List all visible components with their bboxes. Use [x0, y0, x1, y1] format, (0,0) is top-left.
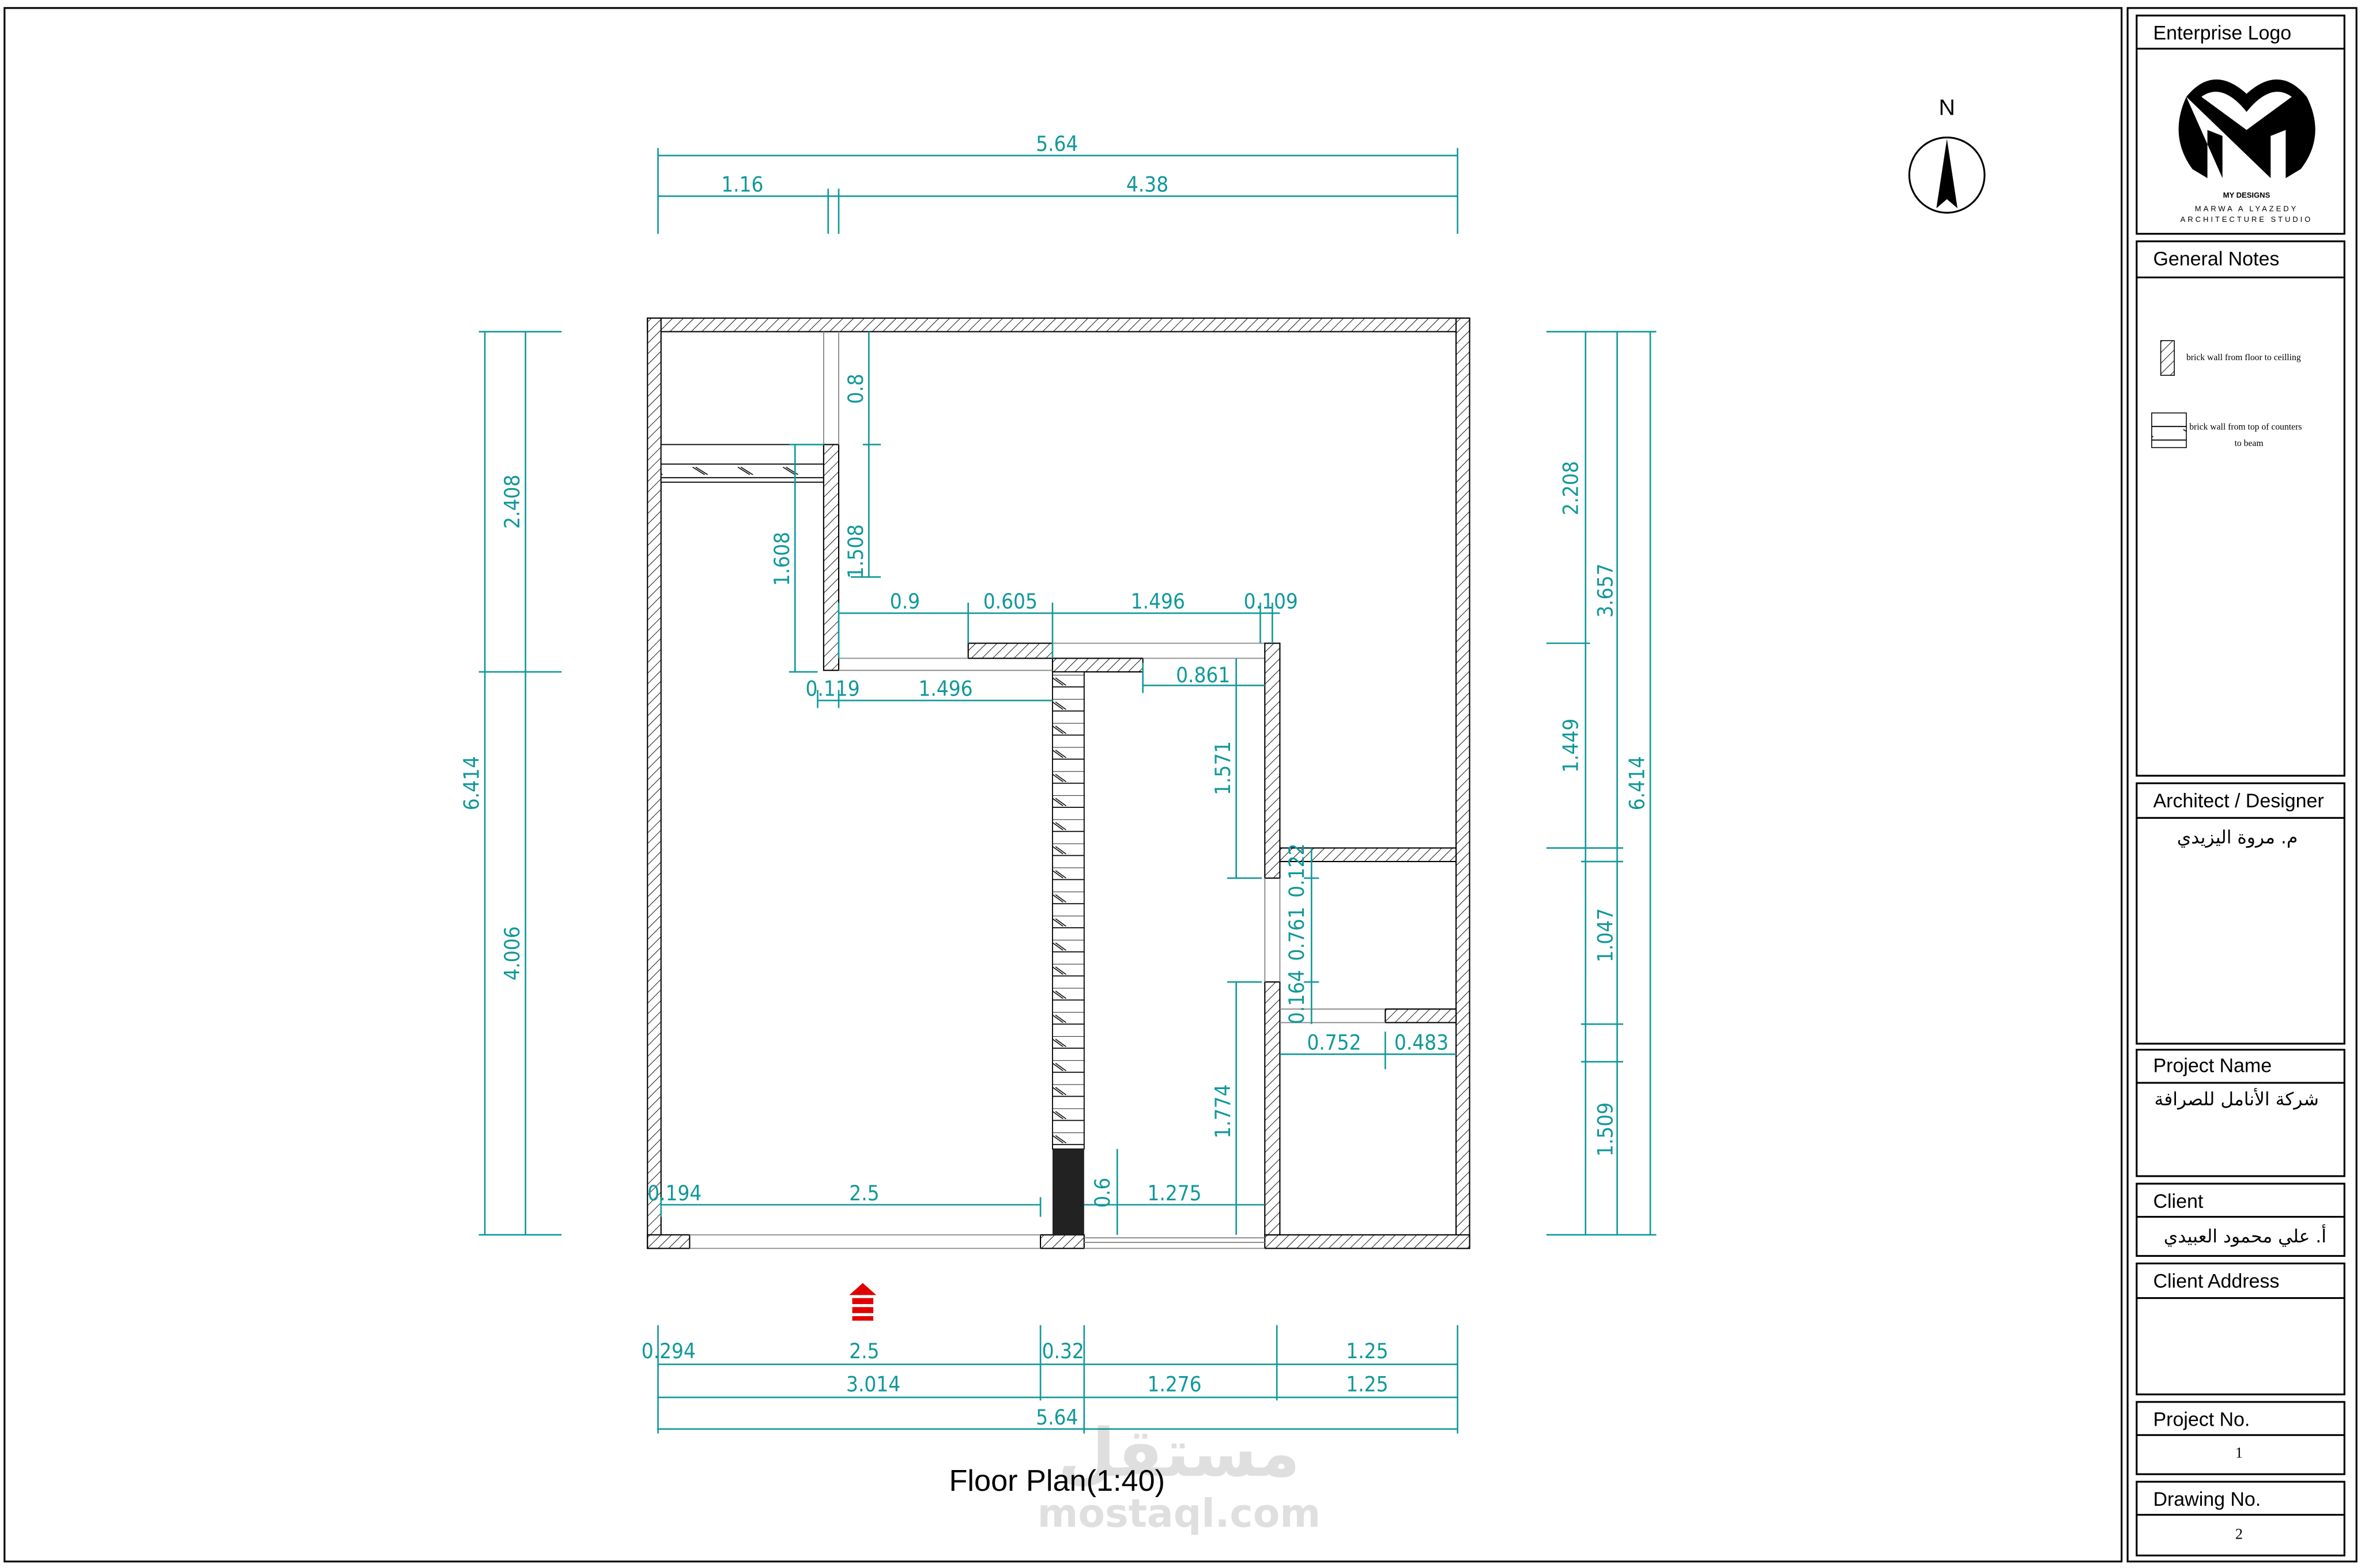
- svg-text:0.8: 0.8: [843, 374, 868, 404]
- svg-text:1.275: 1.275: [1147, 1181, 1201, 1206]
- svg-text:6.414: 6.414: [459, 756, 484, 810]
- svg-text:4.38: 4.38: [1126, 172, 1168, 197]
- logo-header: Enterprise Logo: [2153, 22, 2292, 44]
- client-address-header: Client Address: [2153, 1270, 2280, 1292]
- svg-text:1.496: 1.496: [918, 677, 972, 701]
- brick-wall-counter-legend-icon: [2151, 412, 2187, 448]
- svg-text:1.25: 1.25: [1346, 1339, 1388, 1363]
- svg-text:0.119: 0.119: [806, 677, 860, 701]
- svg-text:0.761: 0.761: [1284, 906, 1309, 961]
- svg-text:2.208: 2.208: [1559, 461, 1583, 515]
- svg-text:0.294: 0.294: [642, 1339, 696, 1363]
- svg-text:1.16: 1.16: [721, 172, 763, 197]
- svg-text:0.6: 0.6: [1090, 1178, 1115, 1208]
- title-block: Enterprise Logo MY DESIGNS MARWA A LYAZE…: [2136, 14, 2345, 1556]
- brick-wall-full-legend-icon: [2160, 340, 2175, 376]
- svg-text:mostaql.com: mostaql.com: [1038, 1491, 1321, 1537]
- entrance-arrow-icon: [849, 1283, 877, 1321]
- architect-value: م. مروة اليزيدي: [2177, 828, 2298, 848]
- svg-text:0.861: 0.861: [1176, 663, 1230, 687]
- svg-text:1.509: 1.509: [1593, 1102, 1618, 1157]
- svg-text:1.608: 1.608: [770, 532, 794, 586]
- dimension-labels: 5.64 1.16 4.38 2.408 4.006 6.414 0.8 1.5…: [459, 131, 1650, 1430]
- north-arrow-icon: N: [1908, 95, 1986, 214]
- watermark: مستقل mostaql.com: [1038, 1415, 1321, 1537]
- svg-text:2.408: 2.408: [500, 475, 525, 529]
- svg-text:1.774: 1.774: [1210, 1085, 1235, 1139]
- svg-text:6.414: 6.414: [1625, 756, 1650, 810]
- svg-text:3.657: 3.657: [1593, 564, 1618, 618]
- svg-text:1.25: 1.25: [1346, 1372, 1388, 1397]
- svg-text:0.164: 0.164: [1284, 970, 1309, 1024]
- svg-text:1.571: 1.571: [1210, 741, 1235, 795]
- svg-text:5.64: 5.64: [1036, 131, 1078, 156]
- svg-text:MARWA A LYAZEDY: MARWA A LYAZEDY: [2195, 205, 2298, 213]
- svg-text:2.5: 2.5: [849, 1339, 879, 1363]
- svg-text:0.109: 0.109: [1244, 589, 1298, 614]
- architect-header: Architect / Designer: [2153, 790, 2324, 812]
- client-header: Client: [2153, 1191, 2204, 1212]
- svg-text:0.752: 0.752: [1307, 1030, 1361, 1055]
- project-no-header: Project No.: [2153, 1409, 2250, 1431]
- note-2: brick wall from top of counters: [2189, 422, 2302, 432]
- note-1: brick wall from floor to ceilling: [2186, 353, 2301, 362]
- project-name-value: شركة الأنامل للصرافة: [2154, 1088, 2318, 1110]
- svg-text:0.122: 0.122: [1284, 844, 1309, 898]
- svg-text:ARCHITECTURE STUDIO: ARCHITECTURE STUDIO: [2181, 215, 2313, 224]
- title-block-border: [2126, 7, 2358, 1563]
- svg-text:1.276: 1.276: [1147, 1372, 1201, 1397]
- svg-text:MY DESIGNS: MY DESIGNS: [2223, 191, 2271, 199]
- project-name-header: Project Name: [2153, 1055, 2272, 1077]
- column: [1052, 1148, 1084, 1235]
- drawing-no-header: Drawing No.: [2153, 1488, 2261, 1510]
- svg-text:3.014: 3.014: [846, 1372, 900, 1397]
- enterprise-logo: MY DESIGNS MARWA A LYAZEDY ARCHITECTURE …: [2178, 79, 2315, 224]
- svg-text:1.496: 1.496: [1131, 589, 1185, 614]
- client-value: أ. علي محمود العبيدي: [2164, 1224, 2326, 1247]
- sheet-border: [3, 7, 2123, 1563]
- notes-header: General Notes: [2153, 248, 2280, 270]
- svg-text:0.9: 0.9: [890, 589, 920, 614]
- svg-text:0.32: 0.32: [1042, 1339, 1084, 1363]
- svg-text:0.483: 0.483: [1394, 1030, 1449, 1055]
- svg-text:1.508: 1.508: [843, 524, 868, 579]
- svg-text:1.047: 1.047: [1593, 908, 1618, 962]
- floor-plan: [647, 317, 1470, 1249]
- svg-text:N: N: [1938, 95, 1955, 120]
- drawing-title: Floor Plan(1:40): [949, 1464, 1166, 1498]
- dimension-lines: [478, 148, 1657, 1434]
- svg-text:مستقل: مستقل: [1058, 1415, 1300, 1492]
- svg-text:1.449: 1.449: [1559, 719, 1583, 773]
- svg-text:5.64: 5.64: [1036, 1405, 1078, 1430]
- svg-text:0.605: 0.605: [983, 589, 1038, 614]
- counter-wall: [1052, 671, 1085, 1150]
- note-2-cont: to beam: [2235, 439, 2264, 448]
- svg-text:4.006: 4.006: [500, 926, 525, 980]
- svg-text:2.5: 2.5: [849, 1181, 879, 1206]
- svg-text:0.194: 0.194: [647, 1181, 701, 1206]
- drawing-no-value: 2: [2235, 1526, 2243, 1543]
- project-no-value: 1: [2235, 1444, 2243, 1461]
